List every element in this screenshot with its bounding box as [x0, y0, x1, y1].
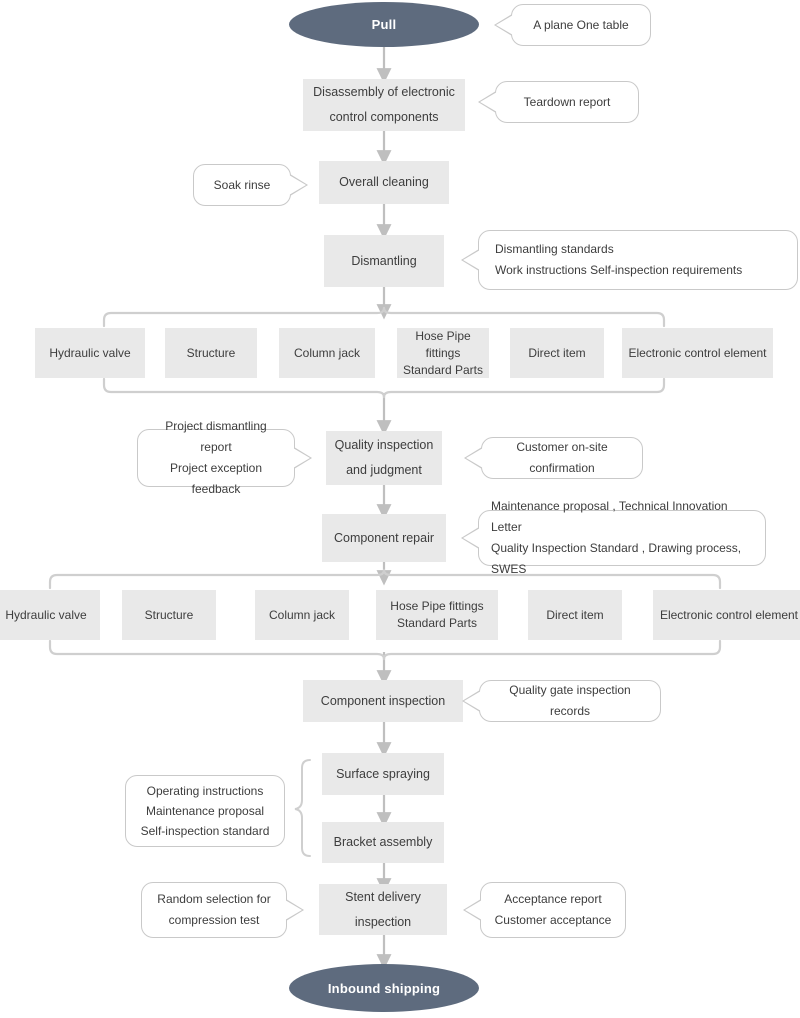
node-component-repair-label: Component repair [333, 530, 435, 545]
component-row1-item[interactable]: Structure [165, 328, 257, 378]
bracket-row1-top-right [382, 306, 666, 328]
callout-customer-onsite-confirmation[interactable]: Customer on-site confirmation [481, 437, 643, 479]
component-row2-label: Electronic control element [659, 607, 799, 622]
node-surface-spraying[interactable]: Surface spraying [322, 753, 444, 795]
callout-teardown-report[interactable]: Teardown report [495, 81, 639, 123]
component-row2-item[interactable]: Structure [122, 590, 216, 640]
component-row2-item[interactable]: Electronic control element [653, 590, 800, 640]
node-disassembly[interactable]: Disassembly of electronic control compon… [303, 79, 465, 131]
callout-a-plane-one-table-label: A plane One table [533, 17, 629, 32]
callout-quality-gate-records-label: Quality gate inspection records [509, 683, 631, 718]
callout-soak-rinse[interactable]: Soak rinse [193, 164, 291, 206]
callout-project-reports[interactable]: Project dismantling report Project excep… [137, 419, 295, 496]
callout-quality-gate-records[interactable]: Quality gate inspection records [479, 680, 661, 722]
callout-a-plane-one-table[interactable]: A plane One table [511, 4, 651, 46]
callout-dismantling-standards[interactable]: Dismantling standards Work instructions … [478, 230, 798, 290]
component-row1-label: Direct item [528, 345, 586, 360]
component-row1-item[interactable]: Direct item [510, 328, 604, 378]
callout-soak-rinse-label: Soak rinse [213, 177, 271, 192]
node-dismantling-label: Dismantling [351, 253, 417, 268]
callout-customer-onsite-label: Customer on-site confirmation [516, 440, 608, 475]
node-surface-spraying-label: Surface spraying [336, 766, 430, 781]
component-row1-item[interactable]: Hydraulic valve [35, 328, 145, 378]
component-row1-label: Structure [186, 345, 236, 360]
curly-brace-spray-assembly [294, 759, 311, 857]
bracket-row2-bottom-right [382, 639, 722, 661]
node-overall-cleaning-label: Overall cleaning [339, 175, 429, 189]
component-row2-label: Structure [144, 607, 194, 622]
component-row1-label: Electronic control element [628, 345, 767, 360]
callout-repair-standards-label: Maintenance proposal , Technical Innovat… [491, 499, 742, 576]
component-row2-label: Hose Pipe fittings Standard Parts [390, 599, 484, 630]
start-terminator-pull[interactable]: Pull [289, 2, 479, 47]
callout-operating-instructions[interactable]: Operating instructions Maintenance propo… [125, 775, 285, 847]
node-component-inspection[interactable]: Component inspection [303, 680, 463, 722]
callout-project-reports-label: Project dismantling report Project excep… [165, 419, 267, 496]
component-row1-item[interactable]: Hose Pipe fittings Standard Parts [397, 328, 489, 378]
end-terminator-inbound-shipping[interactable]: Inbound shipping [289, 964, 479, 1012]
node-component-inspection-label: Component inspection [320, 693, 446, 708]
callout-operating-instructions-label: Operating instructions Maintenance propo… [140, 784, 270, 838]
component-row1-label: Column jack [293, 345, 361, 360]
node-quality-inspection-label: Quality inspection and judgment [334, 438, 434, 477]
callout-repair-standards[interactable]: Maintenance proposal , Technical Innovat… [478, 499, 766, 576]
component-row2-item[interactable]: Hydraulic valve [0, 590, 100, 640]
callout-teardown-report-label: Teardown report [523, 94, 611, 109]
callout-random-selection[interactable]: Random selection for compression test [141, 882, 287, 938]
bracket-row2-bottom-left [48, 639, 386, 661]
node-overall-cleaning[interactable]: Overall cleaning [319, 161, 449, 204]
node-disassembly-label: Disassembly of electronic control compon… [313, 85, 455, 124]
callout-acceptance-report-label: Acceptance report Customer acceptance [494, 892, 612, 927]
callout-dismantling-standards-label: Dismantling standards Work instructions … [495, 242, 743, 277]
bracket-row1-bottom-right [382, 377, 666, 399]
node-bracket-assembly-label: Bracket assembly [333, 835, 433, 849]
component-row2-item[interactable]: Column jack [255, 590, 349, 640]
node-quality-inspection[interactable]: Quality inspection and judgment [326, 431, 442, 485]
component-row1-label: Hydraulic valve [49, 345, 131, 360]
bracket-row1-top-left [102, 306, 386, 328]
component-row2-label: Column jack [268, 607, 336, 622]
bracket-row1-bottom-left [102, 377, 386, 399]
component-row1-label: Hose Pipe fittings Standard Parts [402, 328, 484, 377]
component-row2-label: Hydraulic valve [5, 607, 87, 622]
component-row1-item[interactable]: Column jack [279, 328, 375, 378]
node-stent-delivery-inspection[interactable]: Stent delivery inspection [319, 884, 447, 935]
component-row2-item[interactable]: Hose Pipe fittings Standard Parts [376, 590, 498, 640]
component-row2-item[interactable]: Direct item [528, 590, 622, 640]
component-row1-item[interactable]: Electronic control element [622, 328, 773, 378]
callout-acceptance-report[interactable]: Acceptance report Customer acceptance [480, 882, 626, 938]
node-component-repair[interactable]: Component repair [322, 514, 446, 562]
node-stent-delivery-label: Stent delivery inspection [345, 889, 421, 929]
bracket-row2-top-left [48, 568, 386, 590]
start-label: Pull [371, 17, 397, 32]
callout-random-selection-label: Random selection for compression test [157, 892, 271, 927]
end-label: Inbound shipping [327, 980, 441, 996]
node-dismantling[interactable]: Dismantling [324, 235, 444, 287]
node-bracket-assembly[interactable]: Bracket assembly [322, 822, 444, 863]
component-row2-label: Direct item [546, 607, 604, 622]
